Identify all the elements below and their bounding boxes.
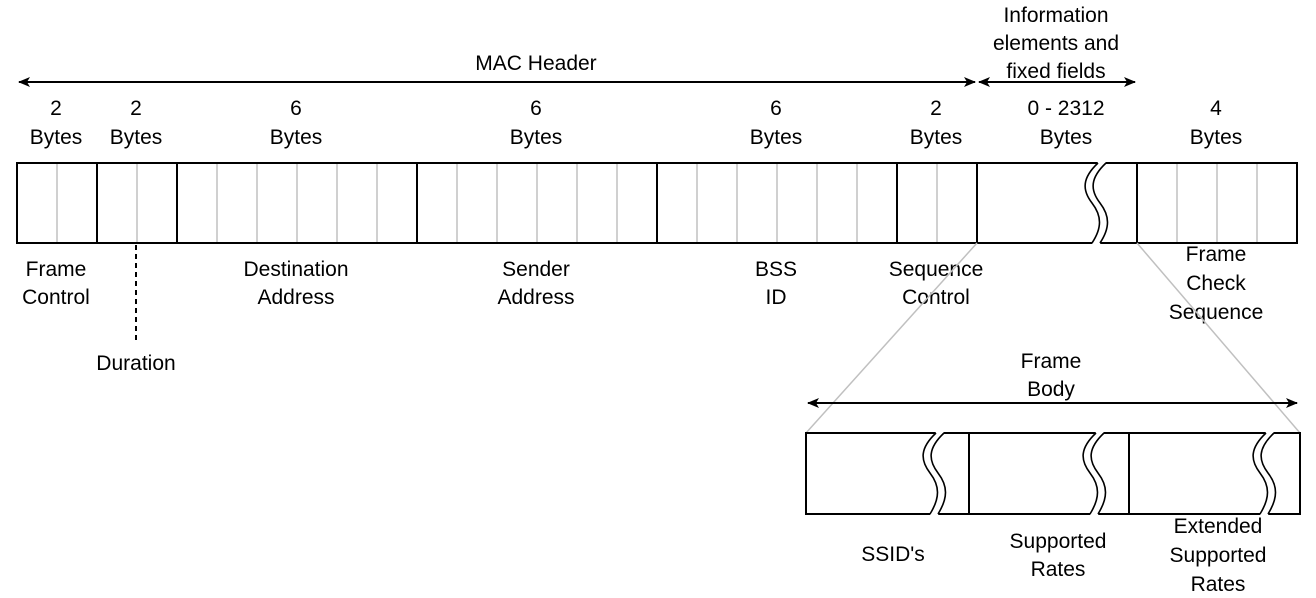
field-name-sender-address-line1: Sender (502, 258, 570, 281)
field-name-destination-address-line2: Address (257, 286, 334, 309)
field-unit-bss-id: Bytes (750, 126, 803, 149)
frame-body-span: Frame Body (807, 350, 1298, 408)
break-symbol-ssid (922, 432, 947, 515)
element-name-extended-supported-rates-line2: Supported (1170, 544, 1267, 567)
element-box-supported-rates (968, 432, 1130, 515)
frame-body-element-labels: SSID's Supported Rates Extended Supporte… (861, 515, 1266, 596)
element-name-ssid: SSID's (861, 543, 925, 566)
field-name-fcs-line2: Check (1186, 272, 1246, 295)
break-symbol-extended-supported-rates (1252, 432, 1277, 515)
break-symbol-info-elements (1084, 162, 1109, 244)
field-name-sequence-control-line2: Control (902, 286, 970, 309)
info-elements-label-line2: elements and (993, 32, 1119, 55)
break-symbol-supported-rates (1082, 432, 1107, 515)
field-size-labels: 2 Bytes 2 Bytes 6 Bytes 6 Bytes 6 Bytes … (30, 97, 1243, 149)
frame-body-elements-row (805, 432, 1301, 515)
info-elements-label-line3: fixed fields (1006, 60, 1105, 83)
field-name-sender-address-line2: Address (497, 286, 574, 309)
field-name-bss-id-line2: ID (766, 286, 787, 309)
field-unit-frame-control: Bytes (30, 126, 83, 149)
element-name-extended-supported-rates-line3: Rates (1191, 573, 1246, 596)
mac-header-span: MAC Header (18, 52, 976, 87)
field-size-info-elements: 0 - 2312 (1027, 97, 1104, 120)
field-size-duration: 2 (130, 97, 142, 120)
field-size-frame-control: 2 (50, 97, 62, 120)
byte-dividers (56, 164, 1258, 242)
field-unit-fcs: Bytes (1190, 126, 1243, 149)
field-box-info-elements (976, 162, 1138, 244)
field-size-sequence-control: 2 (930, 97, 942, 120)
field-unit-info-elements: Bytes (1040, 126, 1093, 149)
field-size-destination-address: 6 (290, 97, 302, 120)
element-name-supported-rates-line1: Supported (1010, 530, 1107, 553)
field-name-fcs-line1: Frame (1186, 243, 1247, 266)
field-name-frame-control-line1: Frame (26, 258, 87, 281)
element-name-supported-rates-line2: Rates (1031, 558, 1086, 581)
frame-fields-row (16, 162, 1298, 244)
element-name-extended-supported-rates-line1: Extended (1174, 515, 1263, 538)
field-size-bss-id: 6 (770, 97, 782, 120)
field-size-sender-address: 6 (530, 97, 542, 120)
field-name-destination-address-line1: Destination (243, 258, 348, 281)
mac-header-label: MAC Header (475, 52, 596, 75)
info-elements-label-line1: Information (1003, 4, 1108, 27)
field-name-sequence-control-line1: Sequence (889, 258, 984, 281)
field-name-bss-id-line1: BSS (755, 258, 797, 281)
field-unit-sender-address: Bytes (510, 126, 563, 149)
frame-body-label-line2: Body (1027, 378, 1075, 401)
field-size-fcs: 4 (1210, 97, 1222, 120)
frame-body-label-line1: Frame (1021, 350, 1082, 373)
field-unit-sequence-control: Bytes (910, 126, 963, 149)
field-name-fcs-line3: Sequence (1169, 301, 1264, 324)
field-unit-duration: Bytes (110, 126, 163, 149)
field-name-duration: Duration (96, 352, 175, 375)
info-elements-span: Information elements and fixed fields (978, 4, 1136, 87)
field-name-frame-control-line2: Control (22, 286, 90, 309)
field-name-labels: Frame Control Duration Destination Addre… (22, 243, 1263, 375)
field-unit-destination-address: Bytes (270, 126, 323, 149)
